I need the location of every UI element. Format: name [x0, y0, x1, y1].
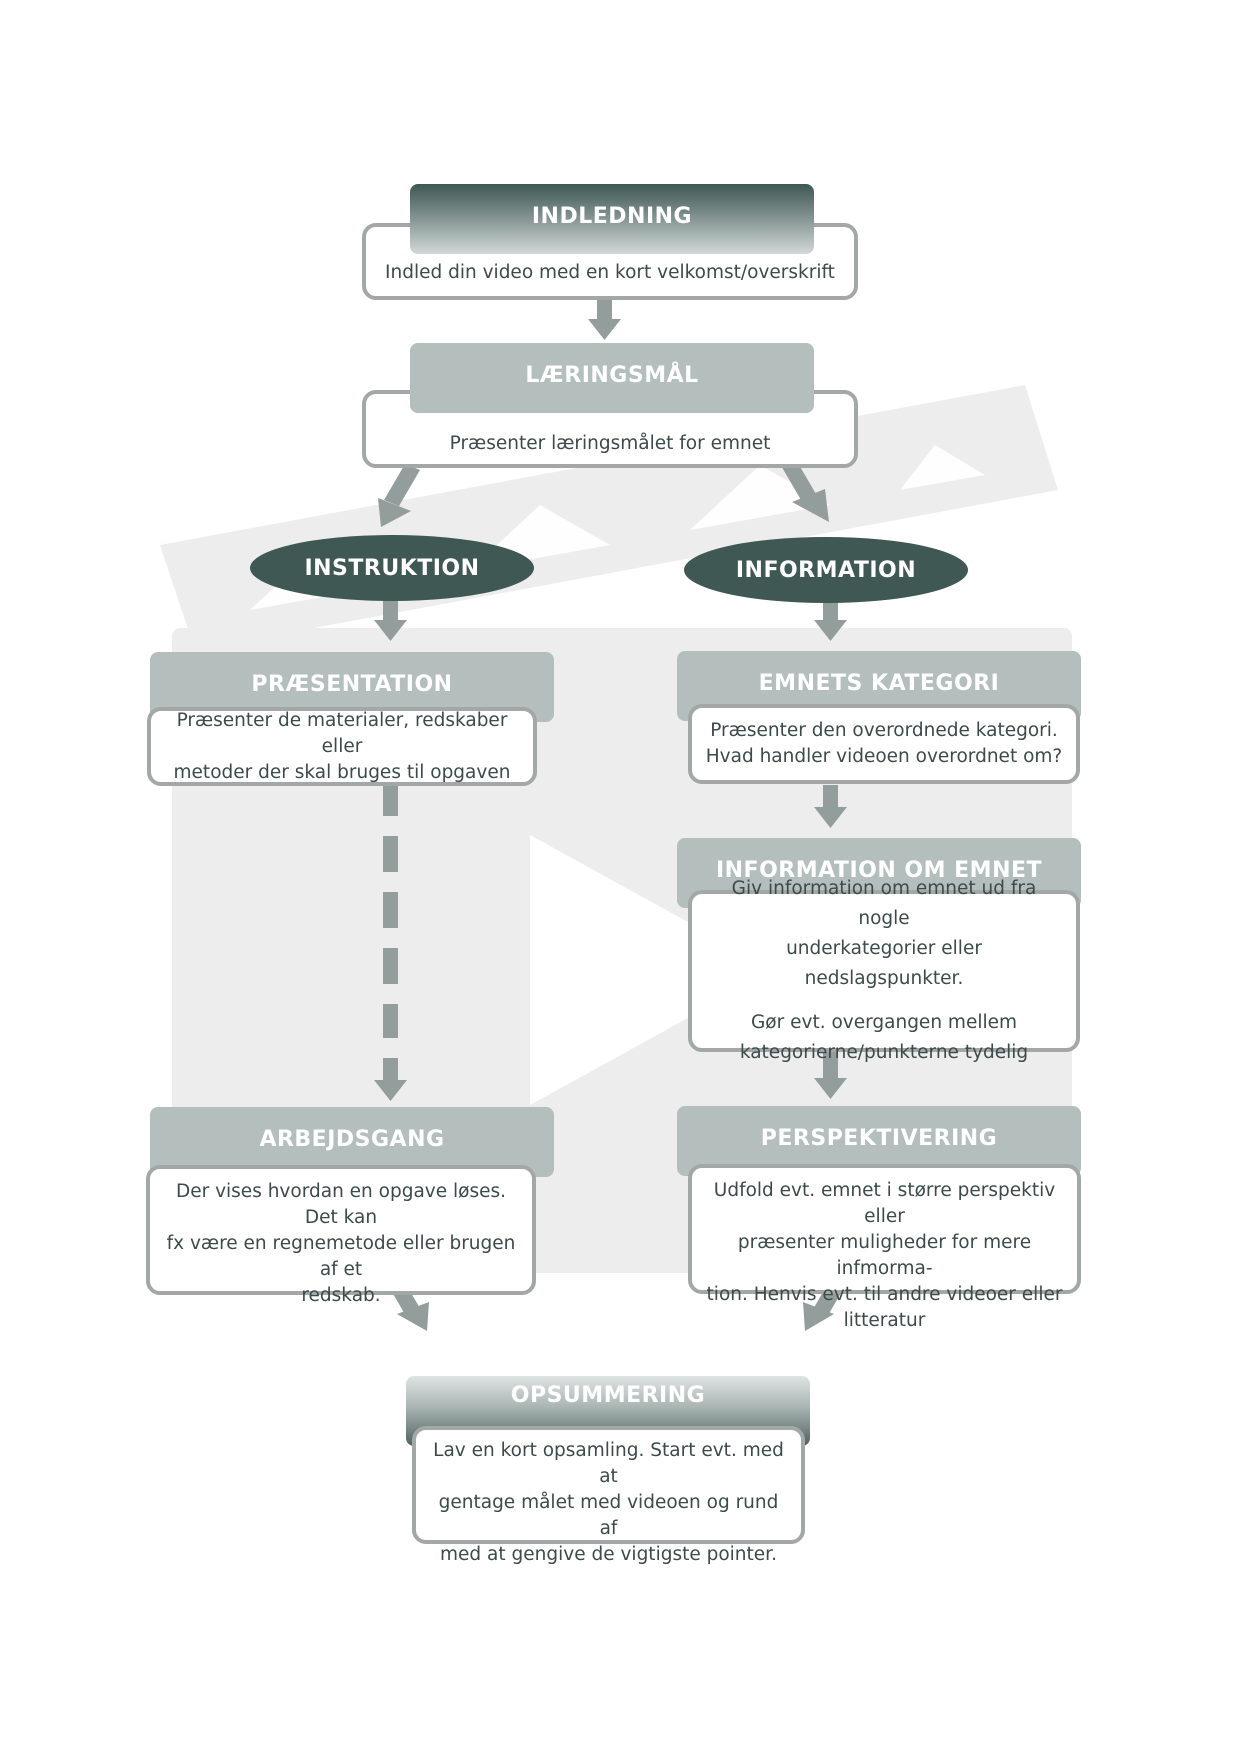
arbejdsgang-description-line-2: fx være en regnemetode eller brugen af e… — [166, 1233, 516, 1280]
perspektivering-description-line-1: Udfold evt. emnet i større perspektiv el… — [713, 1180, 1056, 1227]
node-information: INFORMATION — [684, 537, 968, 603]
arbejdsgang-description-line-3: redskab. — [301, 1285, 381, 1306]
perspektivering-title: PERSPEKTIVERING — [760, 1126, 998, 1151]
information-om-emnet-description-line-2: underkategorier eller nedslagspunkter. — [786, 938, 982, 989]
praesentation-title: PRÆSENTATION — [251, 672, 453, 697]
arbejdsgang-title: ARBEJDSGANG — [259, 1127, 445, 1152]
praesentation-description-line-1: Præsenter de materialer, redskaber eller — [176, 709, 508, 757]
laeringsmaal-header: LÆRINGSMÅL — [410, 343, 814, 413]
arrow-indledning-to-laeringsmaal — [588, 297, 621, 340]
opsummering-description-line-3: med at gengive de vigtigste pointer. — [440, 1544, 777, 1565]
arrow-instruktion-to-praesentation — [374, 600, 407, 641]
dashed-arrow-praesentation-to-arbejdsgang — [374, 780, 407, 1101]
arrow-laeringsmaal-to-instruktion — [378, 464, 420, 527]
information-om-emnet-description-line-1: Giv information om emnet ud fra nogle — [731, 878, 1037, 929]
node-instruktion: INSTRUKTION — [250, 535, 534, 601]
information-om-emnet-description-line-3: Gør evt. overgangen mellem — [750, 1012, 1018, 1033]
arbejdsgang-description-box: Der vises hvordan en opgave løses. Det k… — [146, 1165, 536, 1306]
perspektivering-description-line-4: litteratur — [843, 1310, 926, 1331]
information-om-emnet-title: INFORMATION OM EMNET — [715, 858, 1043, 883]
emnets-kategori-description-line-1: Præsenter den overordnede kategori. — [710, 720, 1058, 741]
instruktion-title: INSTRUKTION — [304, 555, 480, 581]
opsummering-description-line-2: gentage målet med videoen og rund af — [438, 1492, 779, 1539]
information-title: INFORMATION — [735, 557, 917, 583]
emnets-kategori-description-box: Præsenter den overordnede kategori. Hvad… — [688, 704, 1080, 784]
indledning-title: INDLEDNING — [531, 204, 693, 229]
opsummering-description-box: Lav en kort opsamling. Start evt. med at… — [412, 1426, 805, 1565]
arrow-emnets-kategori-to-information-om-emnet — [814, 785, 847, 828]
laeringsmaal-title: LÆRINGSMÅL — [525, 363, 699, 388]
arrow-information-om-emnet-to-perspektivering — [814, 1048, 847, 1099]
emnets-kategori-title: EMNETS KATEGORI — [758, 671, 1000, 696]
praesentation-description-box: Præsenter de materialer, redskaber eller… — [147, 707, 537, 786]
arrow-perspektivering-to-opsummering — [803, 1287, 841, 1331]
opsummering-description-line-1: Lav en kort opsamling. Start evt. med at — [433, 1440, 784, 1487]
information-om-emnet-description-line-4: kategorierne/punkterne tydelig — [739, 1042, 1029, 1063]
information-om-emnet-description-box: Giv information om emnet ud fra nogle un… — [688, 878, 1080, 1063]
arbejdsgang-description-line-1: Der vises hvordan en opgave løses. Det k… — [175, 1181, 507, 1228]
opsummering-title: OPSUMMERING — [510, 1383, 706, 1408]
arrow-information-to-emnets-kategori — [814, 600, 847, 641]
laeringsmaal-description-line-1: Præsenter læringsmålet for emnet — [449, 433, 771, 454]
emnets-kategori-description-line-2: Hvad handler videoen overordnet om? — [705, 746, 1063, 767]
perspektivering-description-line-2: præsenter muligheder for mere infmorma- — [737, 1232, 1032, 1279]
arrow-laeringsmaal-to-information — [780, 458, 829, 522]
perspektivering-description-box: Udfold evt. emnet i større perspektiv el… — [688, 1164, 1081, 1331]
indledning-header: INDLEDNING — [410, 184, 814, 254]
praesentation-description-line-2: metoder der skal bruges til opgaven — [173, 761, 511, 783]
perspektivering-description-line-3: tion. Henvis evt. til andre videoer elle… — [706, 1284, 1063, 1305]
indledning-description-line-1: Indled din video med en kort velkomst/ov… — [385, 261, 835, 283]
